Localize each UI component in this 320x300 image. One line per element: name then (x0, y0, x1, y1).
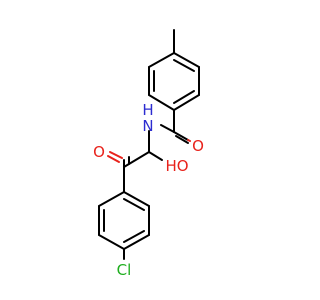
ketone-oxygen-stub (107, 155, 120, 163)
ketone-oxygen-label: O (93, 143, 105, 161)
amide-co-bond (187, 139, 191, 142)
chlorophenyl-ring-bond (123, 234, 150, 250)
tolyl-ring-inner-bond (173, 59, 195, 72)
chlorine-label: Cl (117, 261, 132, 279)
ch-to-oh-bond (148, 151, 163, 161)
chlorophenyl-ring-bond (98, 234, 125, 250)
tolyl-group (148, 29, 200, 111)
chlorophenyl-group (98, 191, 150, 260)
amide-nitrogen-label: N (142, 117, 153, 135)
molecule-diagram: N H O HO O Cl (93, 29, 204, 279)
ketone-group (123, 156, 130, 193)
chlorophenyl-ring-bond (123, 191, 150, 207)
tolyl-ring-bond (173, 52, 200, 68)
tolyl-ring-bond (148, 94, 175, 111)
amide-group (148, 109, 191, 153)
amide-hydrogen-label: H (142, 101, 153, 119)
tolyl-ring-inner-bond (173, 90, 195, 104)
chlorophenyl-ring-bond (98, 191, 125, 207)
ketone-oxygen-stub (109, 151, 123, 159)
tolyl-ring-bond (173, 94, 200, 111)
hydroxyl-label: HO (165, 157, 188, 175)
amide-co-bond (175, 135, 189, 144)
chlorophenyl-ring-inner-bond (123, 198, 145, 211)
chlorophenyl-ring-inner-bond (123, 230, 145, 243)
amide-oxygen-label: O (192, 137, 204, 155)
amide-co-bond (173, 131, 189, 141)
tolyl-ring-bond (148, 52, 175, 68)
ch-to-ketone-bond (123, 151, 150, 168)
amide-cn-bond (160, 124, 175, 133)
